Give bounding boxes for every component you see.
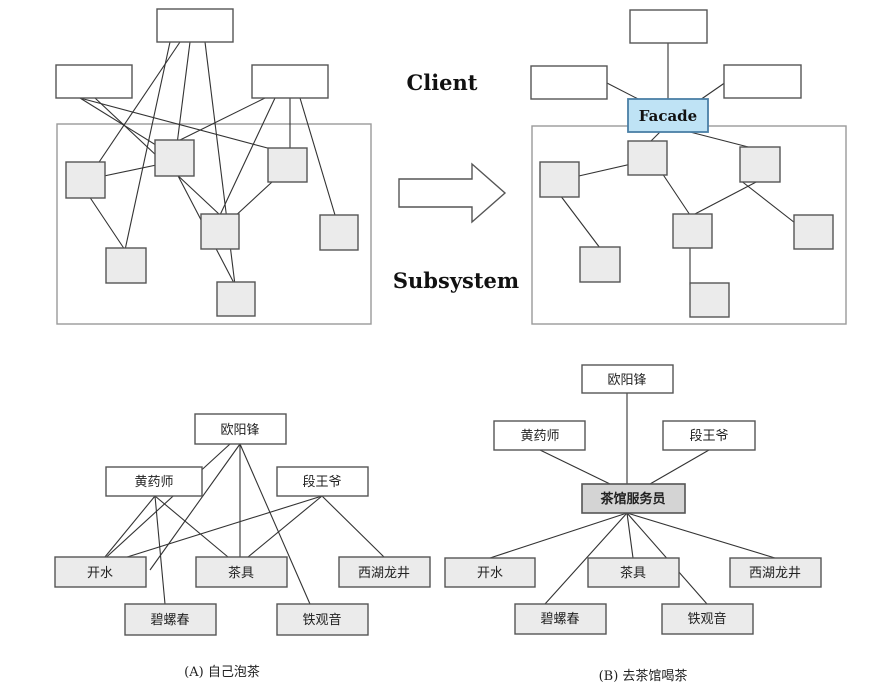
caption-b: (B) 去茶馆喝茶 bbox=[599, 668, 688, 684]
node-water-label: 开水 bbox=[87, 566, 113, 581]
node-biluo bbox=[124, 603, 217, 636]
caption-a: (A) 自己泡茶 bbox=[184, 664, 260, 680]
node-teaset-label: 茶具 bbox=[620, 565, 646, 581]
subsystem-box bbox=[65, 161, 106, 199]
node-tieguan bbox=[276, 603, 369, 636]
subsystem-box bbox=[579, 246, 621, 283]
node-teaset bbox=[195, 556, 288, 588]
node-duan bbox=[276, 466, 369, 497]
node-huang bbox=[105, 466, 203, 497]
bottom-right-diagram: 欧阳锋 黄药师 段王爷 茶馆服务员 开水 茶具 西湖龙井 碧螺春 铁观音 bbox=[444, 364, 822, 635]
tea-lines-right bbox=[489, 393, 776, 605]
node-biluo-label: 碧螺春 bbox=[150, 613, 189, 628]
subsystem-box bbox=[319, 214, 359, 251]
client-box-top bbox=[156, 8, 234, 43]
subsystem-box bbox=[216, 281, 256, 317]
node-teaset-label: 茶具 bbox=[228, 565, 254, 581]
client-box-right bbox=[723, 64, 802, 99]
node-longjing-label: 西湖龙井 bbox=[358, 566, 410, 581]
node-waiter-label: 茶馆服务员 bbox=[600, 491, 665, 507]
subsystem-box bbox=[627, 140, 668, 176]
subsystem-frame-left bbox=[56, 123, 372, 325]
node-biluo-label: 碧螺春 bbox=[540, 612, 579, 627]
node-longjing bbox=[729, 557, 822, 588]
client-box-top bbox=[629, 9, 708, 44]
node-huang bbox=[493, 420, 586, 451]
top-left-diagram bbox=[55, 8, 372, 325]
node-tieguan bbox=[661, 603, 754, 635]
client-box-right bbox=[251, 64, 329, 99]
subsystem-box bbox=[739, 146, 781, 183]
subsystem-box bbox=[793, 214, 834, 250]
subsystem-label: Subsystem bbox=[393, 268, 519, 293]
facade-label: Facade bbox=[639, 107, 697, 125]
subsystem-box bbox=[154, 139, 195, 177]
subsystem-box bbox=[267, 147, 308, 183]
node-duan-label: 段王爷 bbox=[302, 475, 341, 490]
node-ouyang-label: 欧阳锋 bbox=[607, 373, 646, 388]
node-huang-label: 黄药师 bbox=[520, 429, 559, 444]
node-longjing bbox=[338, 556, 431, 588]
subsystem-box bbox=[539, 161, 580, 198]
node-water bbox=[54, 556, 147, 588]
node-duan bbox=[662, 420, 756, 451]
node-ouyang bbox=[194, 413, 287, 445]
subsystem-box bbox=[672, 213, 713, 249]
tea-lines-left bbox=[99, 443, 385, 605]
subsystem-box bbox=[105, 247, 147, 284]
node-ouyang-label: 欧阳锋 bbox=[220, 423, 259, 438]
facade-box bbox=[627, 98, 709, 133]
node-tieguan-label: 铁观音 bbox=[687, 611, 726, 627]
client-box-left bbox=[55, 64, 133, 99]
bottom-left-diagram: 欧阳锋 黄药师 段王爷 开水 茶具 西湖龙井 碧螺春 铁观音 bbox=[54, 413, 431, 636]
client-box-left bbox=[530, 65, 608, 100]
node-biluo bbox=[514, 603, 607, 635]
node-water bbox=[444, 557, 536, 588]
top-right-diagram: Facade bbox=[530, 9, 847, 325]
subsystem-box bbox=[689, 282, 730, 318]
client-label: Client bbox=[407, 70, 478, 95]
subsystem-box bbox=[200, 213, 240, 250]
node-water-label: 开水 bbox=[477, 566, 503, 581]
node-teaset bbox=[587, 557, 680, 588]
node-duan-label: 段王爷 bbox=[689, 429, 728, 444]
node-longjing-label: 西湖龙井 bbox=[749, 566, 801, 581]
transform-arrow-icon bbox=[398, 162, 507, 224]
node-waiter bbox=[581, 483, 686, 514]
node-tieguan-label: 铁观音 bbox=[302, 612, 341, 628]
node-ouyang bbox=[581, 364, 674, 394]
node-huang-label: 黄药师 bbox=[134, 475, 173, 490]
